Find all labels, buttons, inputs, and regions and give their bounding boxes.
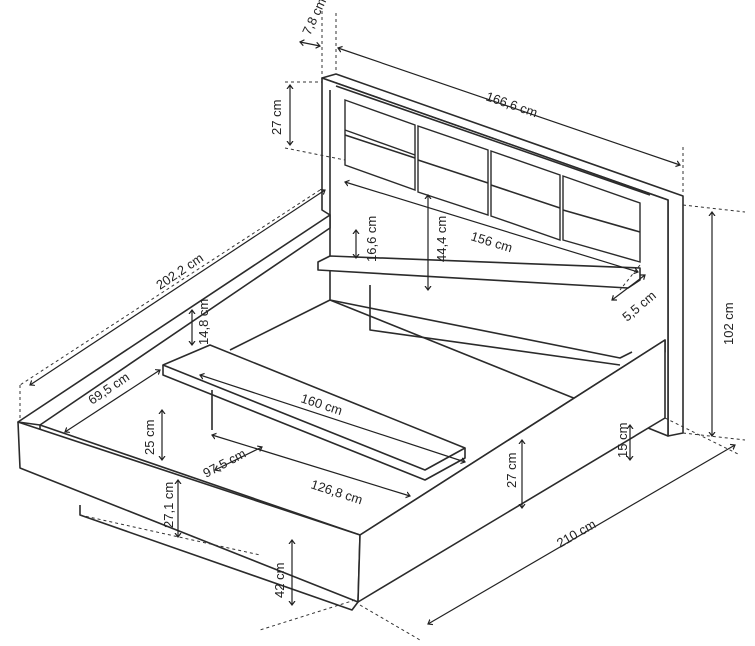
label-shelf-gap: 16,6 cm [364, 216, 379, 262]
label-front-panel-height: 27,1 cm [161, 482, 176, 528]
label-slat-length: 126,8 cm [309, 477, 365, 508]
label-total-length: 210 cm [554, 516, 598, 550]
label-cushion-height: 27 cm [269, 100, 284, 135]
label-headboard-clearance: 15 cm [615, 423, 630, 458]
label-headboard-width: 166,6 cm [484, 89, 539, 121]
label-total-height: 102 cm [721, 302, 736, 345]
dimension-arrows [30, 42, 735, 624]
label-side-rail-height: 27 cm [504, 453, 519, 488]
label-floor-to-top: 42 cm [272, 563, 287, 598]
label-rail-height-inner: 14,8 cm [196, 299, 211, 345]
label-inner-depth-front: 25 cm [142, 420, 157, 455]
label-shelf-to-cushion: 44,4 cm [434, 216, 449, 262]
label-slat-span: 97,5 cm [200, 446, 248, 481]
front-panel [17, 421, 361, 603]
label-headboard-thickness: 7,8 cm [299, 0, 329, 37]
